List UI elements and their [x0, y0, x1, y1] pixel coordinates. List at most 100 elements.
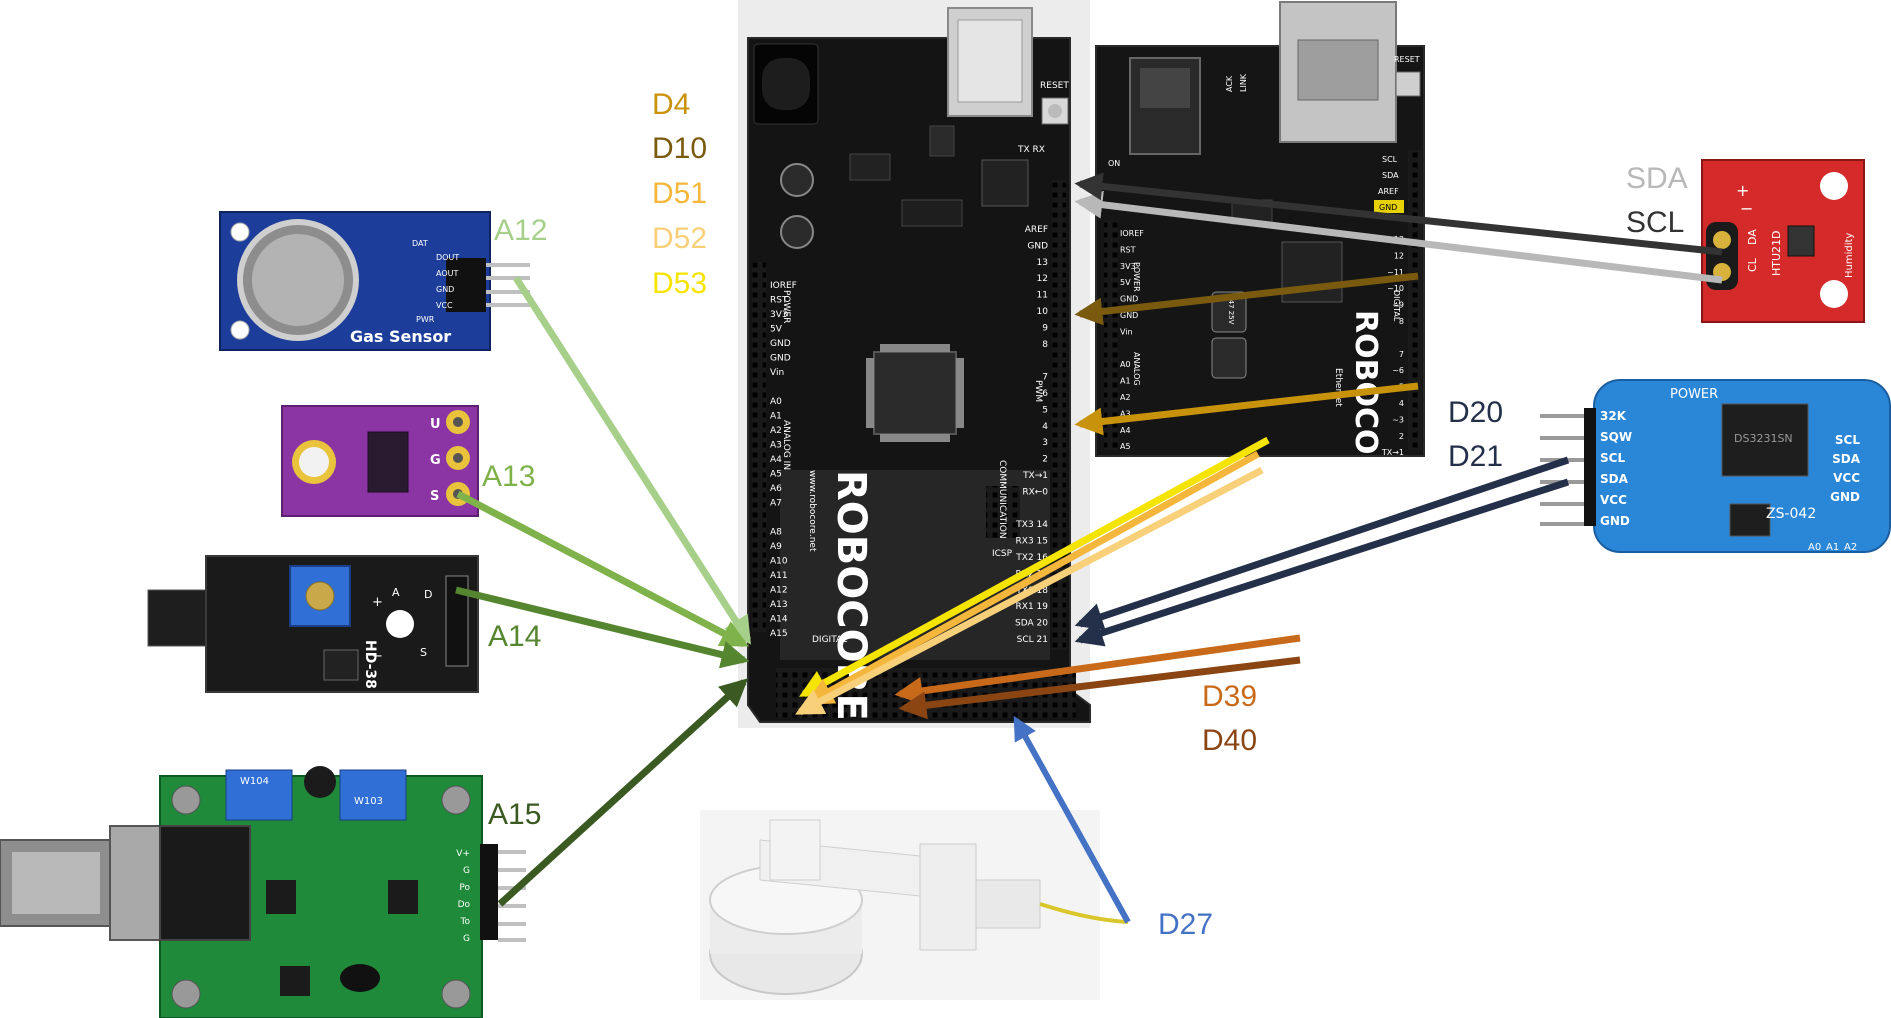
- mega-left-pin-24: A15: [770, 629, 788, 639]
- mega-left-pin-6: Vin: [770, 368, 784, 378]
- htu-pin-plus: +: [1736, 181, 1749, 200]
- icsp-label: ICSP: [992, 549, 1013, 559]
- mega-analog-label: ANALOG IN: [781, 420, 791, 470]
- mega-left-pin-labels: IOREFRST3V35VGNDGNDVinA0A1A2A3A4A5A6A7A8…: [770, 281, 797, 639]
- mega-right-pin-21: RX2 17: [1016, 569, 1048, 579]
- mega-left-pin-3: 5V: [770, 325, 783, 335]
- wire-d39: [894, 634, 1301, 705]
- shield-aref-label: AREF: [1378, 187, 1399, 196]
- shield-link-label: LINK: [1239, 73, 1248, 92]
- shield-right-pin-14: RX←0: [1381, 465, 1404, 474]
- wire-a15: [497, 678, 749, 907]
- ph-pin-4: To: [460, 917, 471, 927]
- ph-pot-1: W104: [240, 776, 269, 787]
- mega-right-pin-11: 5: [1042, 405, 1048, 415]
- wire-d20: [1074, 456, 1570, 631]
- usb-chip: [981, 159, 1029, 207]
- gas-pin-dout: DOUT: [436, 253, 459, 262]
- shield-left-pin-1: RST: [1120, 245, 1136, 254]
- wire-a12: [513, 276, 752, 645]
- ph-pin-2: Po: [459, 883, 470, 893]
- mega-right-pin-20: TX2 16: [1015, 553, 1048, 563]
- mega-right-pin-5: 10: [1037, 307, 1049, 317]
- rtc-right-pin-1: SDA: [1832, 452, 1861, 466]
- shield-right-pin-13: TX→1: [1381, 448, 1404, 457]
- hd38-mark-minus: −: [372, 649, 383, 664]
- rtc-addr-a2: A2: [1844, 542, 1857, 553]
- mega-left-pin-21: A12: [770, 586, 788, 596]
- ethernet-shield: RESET ACK LINK ON 47 25V ROBOCORE Ethern…: [1095, 1, 1425, 498]
- mega-left-pin-12: A4: [770, 455, 782, 465]
- mega-left-pin-18: A9: [770, 542, 782, 552]
- shield-left-header: [1104, 220, 1118, 450]
- mega-left-pin-8: A0: [770, 397, 782, 407]
- shield-left-pin-10: A2: [1120, 393, 1131, 402]
- shield-left-pin-9: A1: [1120, 377, 1131, 386]
- hd38-name: HD-38: [362, 640, 378, 689]
- shield-capacitor: [1211, 291, 1247, 333]
- shield-sda-label: SDA: [1382, 171, 1399, 180]
- arduino-mega-board: RESET ICSP ROBOCORE www.robocore.net POW…: [738, 0, 1091, 728]
- wire-scl: [1074, 172, 1723, 256]
- mega-right-pin-15: TX→1: [1022, 471, 1048, 481]
- gas-pin-aout: AOUT: [436, 269, 458, 278]
- mega-left-pin-13: A5: [770, 470, 782, 480]
- soil-moisture-module: + − D A S HD-38: [147, 555, 479, 693]
- label-d40: D40: [1202, 724, 1257, 757]
- gas-pin-vcc: VCC: [436, 301, 453, 310]
- mega-right-pin-18: TX3 14: [1015, 520, 1048, 530]
- ph-pin-3: Do: [458, 900, 471, 910]
- label-d27: D27: [1158, 908, 1213, 941]
- mega-txrx-label: TX RX: [1017, 145, 1045, 155]
- label-a15: A15: [488, 798, 541, 831]
- shield-sub: Ethernet: [1333, 368, 1343, 407]
- light-sensor-module: U G S: [281, 405, 479, 517]
- rtc-addr-a1: A1: [1826, 542, 1839, 553]
- wire-d21: [1074, 478, 1570, 647]
- connection-arrows: [455, 172, 1723, 924]
- mounting-hole: [230, 222, 250, 242]
- shield-right-pin-12: 2: [1399, 432, 1404, 441]
- label-sda: SDA: [1626, 162, 1688, 195]
- shield-on-label: ON: [1108, 159, 1120, 168]
- mega-left-pin-17: A8: [770, 528, 782, 538]
- light-pin-g: G: [430, 453, 441, 468]
- mega-right-pin-6: 9: [1042, 323, 1048, 333]
- rtc-left-pin-5: GND: [1600, 514, 1630, 528]
- mega-right-pin-14: 2: [1042, 455, 1048, 465]
- rtc-right-pin-0: SCL: [1835, 433, 1860, 447]
- mega-left-pin-22: A13: [770, 600, 788, 610]
- wire-d53: [799, 436, 1270, 698]
- mega-site: www.robocore.net: [807, 470, 817, 552]
- reset-label: RESET: [1040, 81, 1069, 91]
- label-a14: A14: [488, 620, 541, 653]
- shield-left-pin-13: A5: [1120, 442, 1131, 451]
- shield-right-pin-7: 7: [1399, 350, 1404, 359]
- shield-gnd-label: GND: [1379, 203, 1397, 212]
- right-header: [1052, 180, 1066, 650]
- shield-right-header: [1408, 150, 1422, 450]
- shield-analog-label: ANALOG: [1132, 352, 1141, 386]
- mounting-hole: [230, 320, 250, 340]
- mega-left-pin-19: A10: [770, 557, 788, 567]
- potentiometer: [225, 769, 293, 821]
- potentiometer: [339, 769, 407, 821]
- shield-left-pin-5: GND: [1120, 311, 1138, 320]
- mounting-hole: [171, 979, 201, 1009]
- mega-right-pin-0: AREF: [1025, 225, 1048, 235]
- shield-left-pin-11: A3: [1120, 409, 1131, 418]
- mega-left-pin-14: A6: [770, 484, 782, 494]
- mega-left-pin-1: RST: [770, 296, 788, 306]
- hd38-mark-a: A: [392, 586, 400, 599]
- mega-left-pin-23: A14: [770, 615, 788, 625]
- shield-right-pin-1: 12: [1394, 251, 1404, 260]
- label-d21: D21: [1448, 440, 1503, 473]
- rtc-name: ZS-042: [1766, 506, 1816, 522]
- light-pin-u: U: [430, 417, 441, 432]
- mega-right-pin-10: 6: [1042, 389, 1048, 399]
- mounting-hole: [1820, 172, 1848, 200]
- shield-capacitor: [1211, 337, 1247, 379]
- mega-right-pin-1: GND: [1027, 241, 1048, 251]
